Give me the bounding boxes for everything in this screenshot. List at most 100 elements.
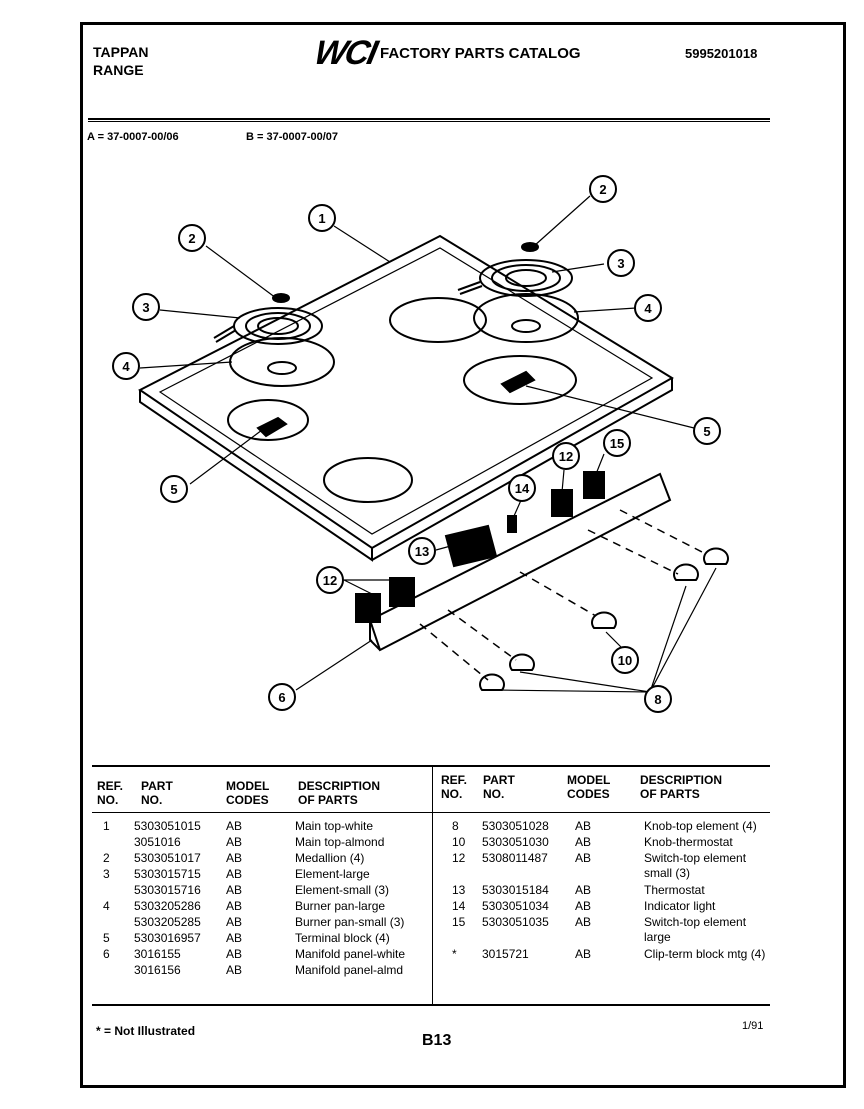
model-b: B = 37-0007-00/07: [246, 131, 339, 143]
table-cell-ref: 8: [452, 819, 459, 833]
terminal-block-left: [256, 416, 288, 438]
opening-right: [463, 355, 577, 405]
callout-label: 4: [644, 301, 652, 316]
indicator-light: [507, 515, 517, 533]
exploded-diagram: 1 2 3 4 5 2 3 4 5 12 15 14 13 12 6 10 8: [112, 175, 729, 713]
knob-e: [703, 547, 729, 565]
table-cell-part: 5303015184: [482, 883, 549, 897]
callout-5-right: 5: [693, 417, 721, 445]
callout-label: 1: [318, 211, 325, 226]
table-cell-desc: Burner pan-large: [295, 899, 386, 913]
callout-2-right: 2: [589, 175, 617, 203]
table-cell-part: 3016155: [134, 947, 181, 961]
col-model-left: MODEL CODES: [226, 779, 270, 807]
table-cell-part: 5303051034: [482, 899, 549, 913]
table-cell-desc: Clip-term block mtg (4): [644, 947, 766, 961]
medallion-right: [521, 242, 539, 252]
callout-label: 10: [618, 653, 632, 668]
callout-label: 4: [122, 359, 130, 374]
table-cell-desc: Switch-top element large: [644, 915, 747, 944]
brand-line-1: TAPPAN: [93, 44, 149, 60]
col-part-left: PART NO.: [141, 779, 173, 807]
table-cell-ref: 15: [452, 915, 466, 929]
table-cell-ref: 6: [103, 947, 110, 961]
opening-front-center: [323, 457, 413, 503]
table-cell-desc: Main top-almond: [295, 835, 385, 849]
callout-label: 15: [610, 436, 624, 451]
table-cell-part: 5303015715: [134, 867, 201, 881]
table-cell-model: AB: [575, 819, 592, 833]
table-cell-model: AB: [575, 915, 592, 929]
table-cell-desc: Medallion (4): [295, 851, 365, 865]
callout-5-left: 5: [160, 475, 188, 503]
table-column-divider: [432, 766, 433, 1004]
catalog-title: FACTORY PARTS CATALOG: [380, 45, 581, 62]
terminal-block-right: [500, 370, 536, 394]
table-cell-desc: Manifold panel-almd: [295, 963, 404, 977]
table-cell-desc: Knob-thermostat: [644, 835, 733, 849]
col-desc-left: DESCRIPTION OF PARTS: [298, 779, 381, 807]
medallion-left: [272, 293, 290, 303]
callout-label: 8: [654, 692, 661, 707]
page-number: B13: [422, 1032, 452, 1049]
table-cell-part: 5303051028: [482, 819, 549, 833]
manifold-panel: [368, 472, 672, 652]
table-cell-desc: Thermostat: [644, 883, 705, 897]
table-cell-part: 5303051015: [134, 819, 201, 833]
table-cell-part: 5303016957: [134, 931, 201, 945]
col-model-right: MODEL CODES: [567, 773, 611, 801]
table-cell-ref: 14: [452, 899, 466, 913]
page-frame: [80, 22, 846, 1088]
knob-a: [479, 673, 505, 691]
callout-13: 13: [408, 537, 436, 565]
table-bottom-rule: [92, 1004, 770, 1006]
table-cell-model: AB: [226, 819, 243, 833]
table-cell-ref: 1: [103, 819, 110, 833]
callout-label: 12: [323, 573, 337, 588]
table-cell-part: 3016156: [134, 963, 181, 977]
table-cell-part: 3051016: [134, 835, 181, 849]
table-cell-model: AB: [575, 851, 592, 865]
table-cell-desc: Burner pan-small (3): [295, 915, 405, 929]
table-cell-model: AB: [226, 931, 243, 945]
pan-right: [473, 293, 579, 343]
brand-line-2: RANGE: [93, 62, 144, 78]
table-cell-model: AB: [575, 947, 592, 961]
callout-14: 14: [508, 474, 536, 502]
table-cell-model: AB: [226, 851, 243, 865]
table-cell-part: 5303205286: [134, 899, 201, 913]
callout-label: 2: [188, 231, 195, 246]
table-cell-ref: 13: [452, 883, 466, 897]
col-part-right: PART NO.: [483, 773, 515, 801]
table-cell-part: 5303015716: [134, 883, 201, 897]
callout-label: 13: [415, 544, 429, 559]
callout-label: 3: [142, 300, 149, 315]
table-cell-desc: Manifold panel-white: [295, 947, 406, 961]
col-desc-right: DESCRIPTION OF PARTS: [640, 773, 723, 801]
table-cell-part: 5303051035: [482, 915, 549, 929]
table-cell-model: AB: [575, 883, 592, 897]
callout-1: 1: [308, 204, 336, 232]
callout-2-left: 2: [178, 224, 206, 252]
table-cell-part: 5303205285: [134, 915, 201, 929]
table-cell-desc: Main top-white: [295, 819, 374, 833]
main-top: [138, 234, 674, 550]
table-cell-desc: Knob-top element (4): [644, 819, 757, 833]
table-cell-ref: 3: [103, 867, 110, 881]
table-top-rule: [92, 765, 770, 767]
table-cell-part: 5303051017: [134, 851, 201, 865]
callout-4-left: 4: [112, 352, 140, 380]
callout-label: 12: [559, 449, 573, 464]
callout-4-right: 4: [634, 294, 662, 322]
thermostat: [444, 524, 498, 568]
callout-label: 5: [170, 482, 177, 497]
callout-15: 15: [603, 429, 631, 457]
table-cell-desc: Indicator light: [644, 899, 716, 913]
table-cell-part: 3015721: [482, 947, 529, 961]
table-cell-model: AB: [226, 963, 243, 977]
table-cell-model: AB: [226, 947, 243, 961]
table-cell-ref: 4: [103, 899, 110, 913]
table-cell-ref: 2: [103, 851, 110, 865]
table-cell-desc: Terminal block (4): [295, 931, 390, 945]
table-cell-desc: Element-small (3): [295, 883, 390, 897]
